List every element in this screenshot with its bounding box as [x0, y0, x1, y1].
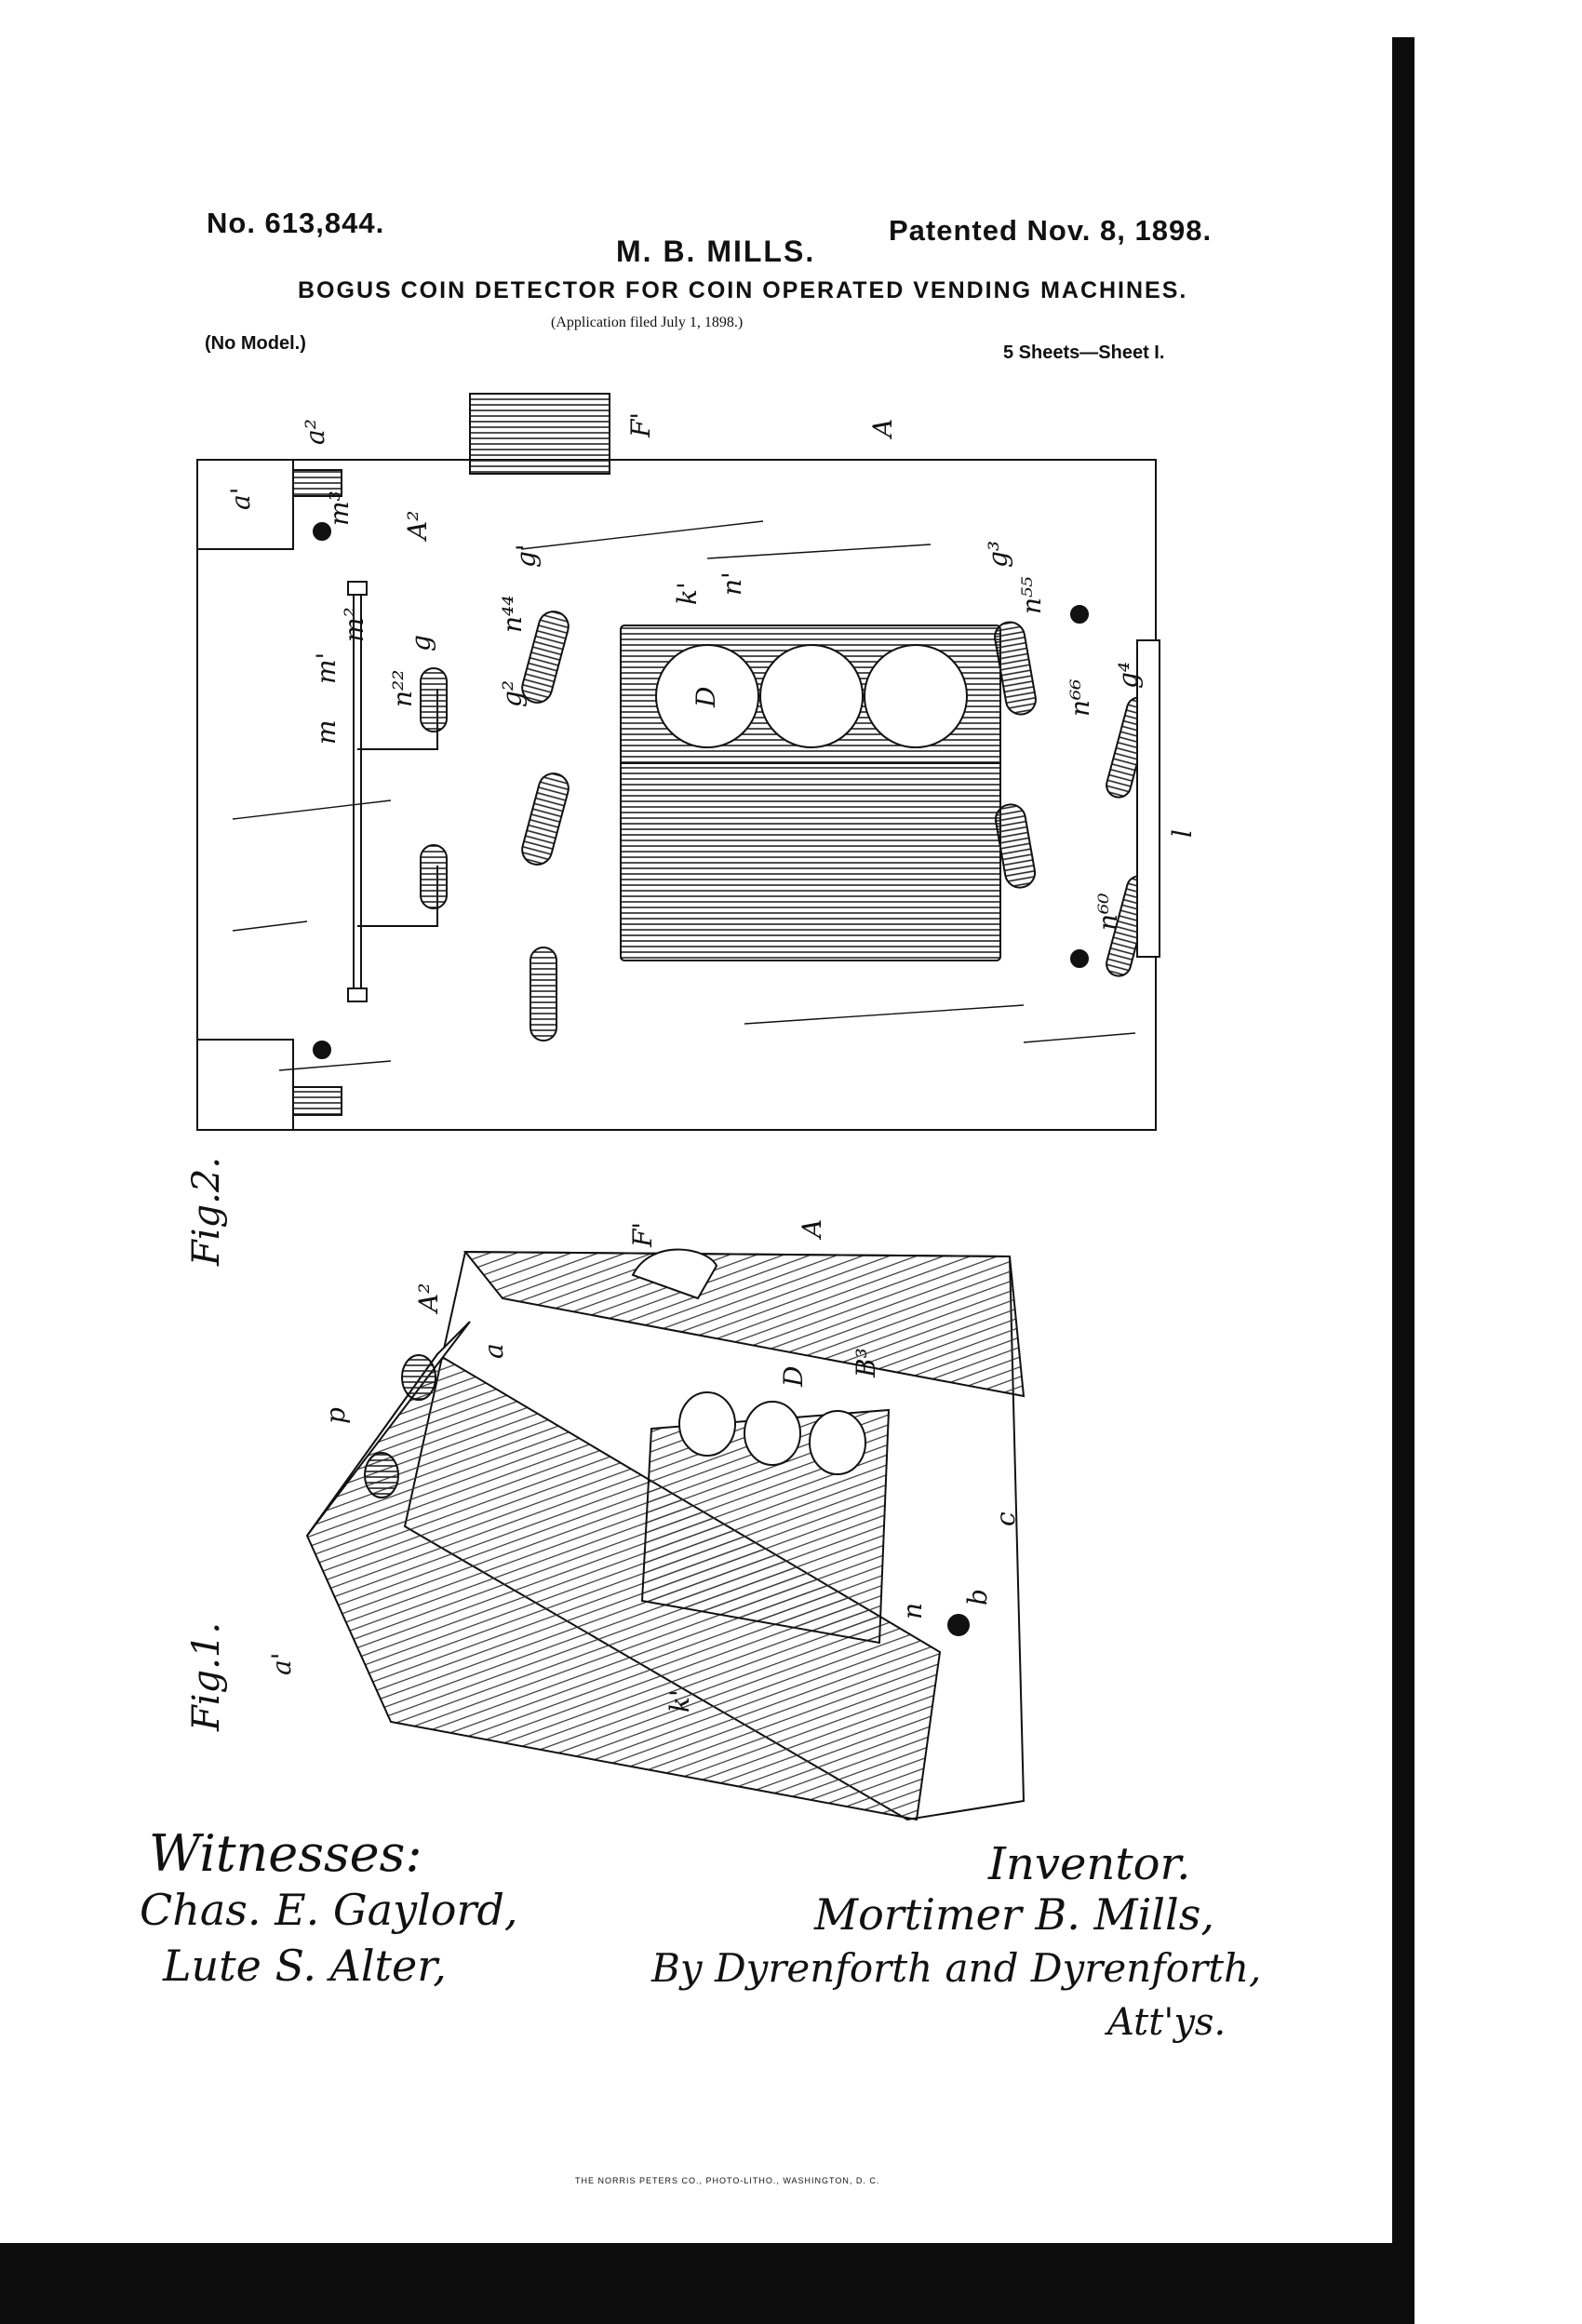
label-n55: n⁵⁵: [1016, 577, 1047, 614]
label-D-1: D: [690, 687, 721, 708]
label-a2: a²: [300, 419, 330, 445]
witness-signature-1: Chas. E. Gaylord,: [140, 1885, 518, 1935]
label-l: l: [1167, 829, 1198, 838]
inventor-name: M. B. MILLS.: [616, 235, 816, 268]
label-g4: g⁴: [1113, 662, 1144, 689]
label-m2: m²: [339, 607, 369, 642]
label-g-prime: g': [511, 544, 542, 568]
label-m-prime: m': [311, 652, 342, 684]
label-n-prime: n': [717, 571, 747, 596]
label-fig1-c: c: [990, 1511, 1021, 1526]
label-fig1-b: b: [962, 1589, 993, 1605]
attorneys-signature: By Dyrenforth and Dyrenforth,: [651, 1945, 1262, 1991]
label-fig1-A2: A²: [413, 1283, 444, 1315]
label-n44: n⁴⁴: [497, 596, 528, 633]
label-fig1-F-prime: F': [627, 1222, 658, 1248]
printer-imprint: THE NORRIS PETERS CO., PHOTO-LITHO., WAS…: [575, 2176, 880, 2185]
label-fig1-B3: B³: [851, 1348, 881, 1378]
label-fig1-n: n: [897, 1603, 928, 1619]
fig2-labels: a' a² F' A m³ A² g' m m' m² g n²² n⁴⁴ g²…: [185, 412, 1198, 1267]
fig1-labels: a' a A² F' A p D B³ c n b k' Fig.1.: [185, 1219, 1021, 1732]
sheet-count: 5 Sheets—Sheet I.: [1003, 343, 1165, 363]
label-k-prime: k': [672, 582, 703, 605]
label-F-prime: F': [625, 412, 656, 438]
fig1-label: Fig.1.: [185, 1622, 228, 1732]
patent-date: Patented Nov. 8, 1898.: [889, 214, 1213, 247]
inventor-signature: Mortimer B. Mills,: [814, 1889, 1214, 1940]
label-m: m: [311, 719, 342, 745]
label-n66: n⁶⁶: [1065, 679, 1095, 717]
label-n60: n⁶⁰: [1093, 893, 1123, 931]
label-g2: g²: [497, 680, 528, 707]
scan-border-right: [1392, 37, 1414, 2324]
application-date: (Application filed July 1, 1898.): [551, 315, 744, 330]
label-n22: n²²: [387, 670, 418, 707]
label-A: A: [867, 419, 898, 440]
fig2-drawing: [196, 393, 1160, 1131]
label-fig1-D: D: [778, 1366, 809, 1388]
label-fig1-a-prime: a': [266, 1653, 297, 1675]
label-fig1-p: p: [320, 1407, 351, 1424]
patent-number: No. 613,844.: [207, 207, 385, 239]
scan-border-bottom: [0, 2243, 1414, 2324]
label-A2: A²: [402, 511, 433, 543]
inventor-label: Inventor.: [988, 1838, 1191, 1890]
witness-signature-2: Lute S. Alter,: [163, 1941, 447, 1991]
label-fig1-k-prime: k': [664, 1689, 695, 1713]
label-g: g: [406, 635, 436, 652]
fig1-drawing: [305, 1248, 1026, 1821]
label-g3: g³: [983, 541, 1013, 568]
label-a-prime: a': [225, 488, 256, 510]
witnesses-label: Witnesses:: [149, 1824, 422, 1883]
fig2-label: Fig.2.: [185, 1157, 228, 1267]
attys-suffix: Att'ys.: [1107, 2001, 1227, 2044]
model-note: (No Model.): [205, 333, 306, 354]
patent-title: BOGUS COIN DETECTOR FOR COIN OPERATED VE…: [298, 277, 1188, 303]
label-fig1-A: A: [797, 1219, 827, 1241]
label-fig1-a: a: [478, 1343, 509, 1359]
label-m3: m³: [324, 490, 355, 526]
